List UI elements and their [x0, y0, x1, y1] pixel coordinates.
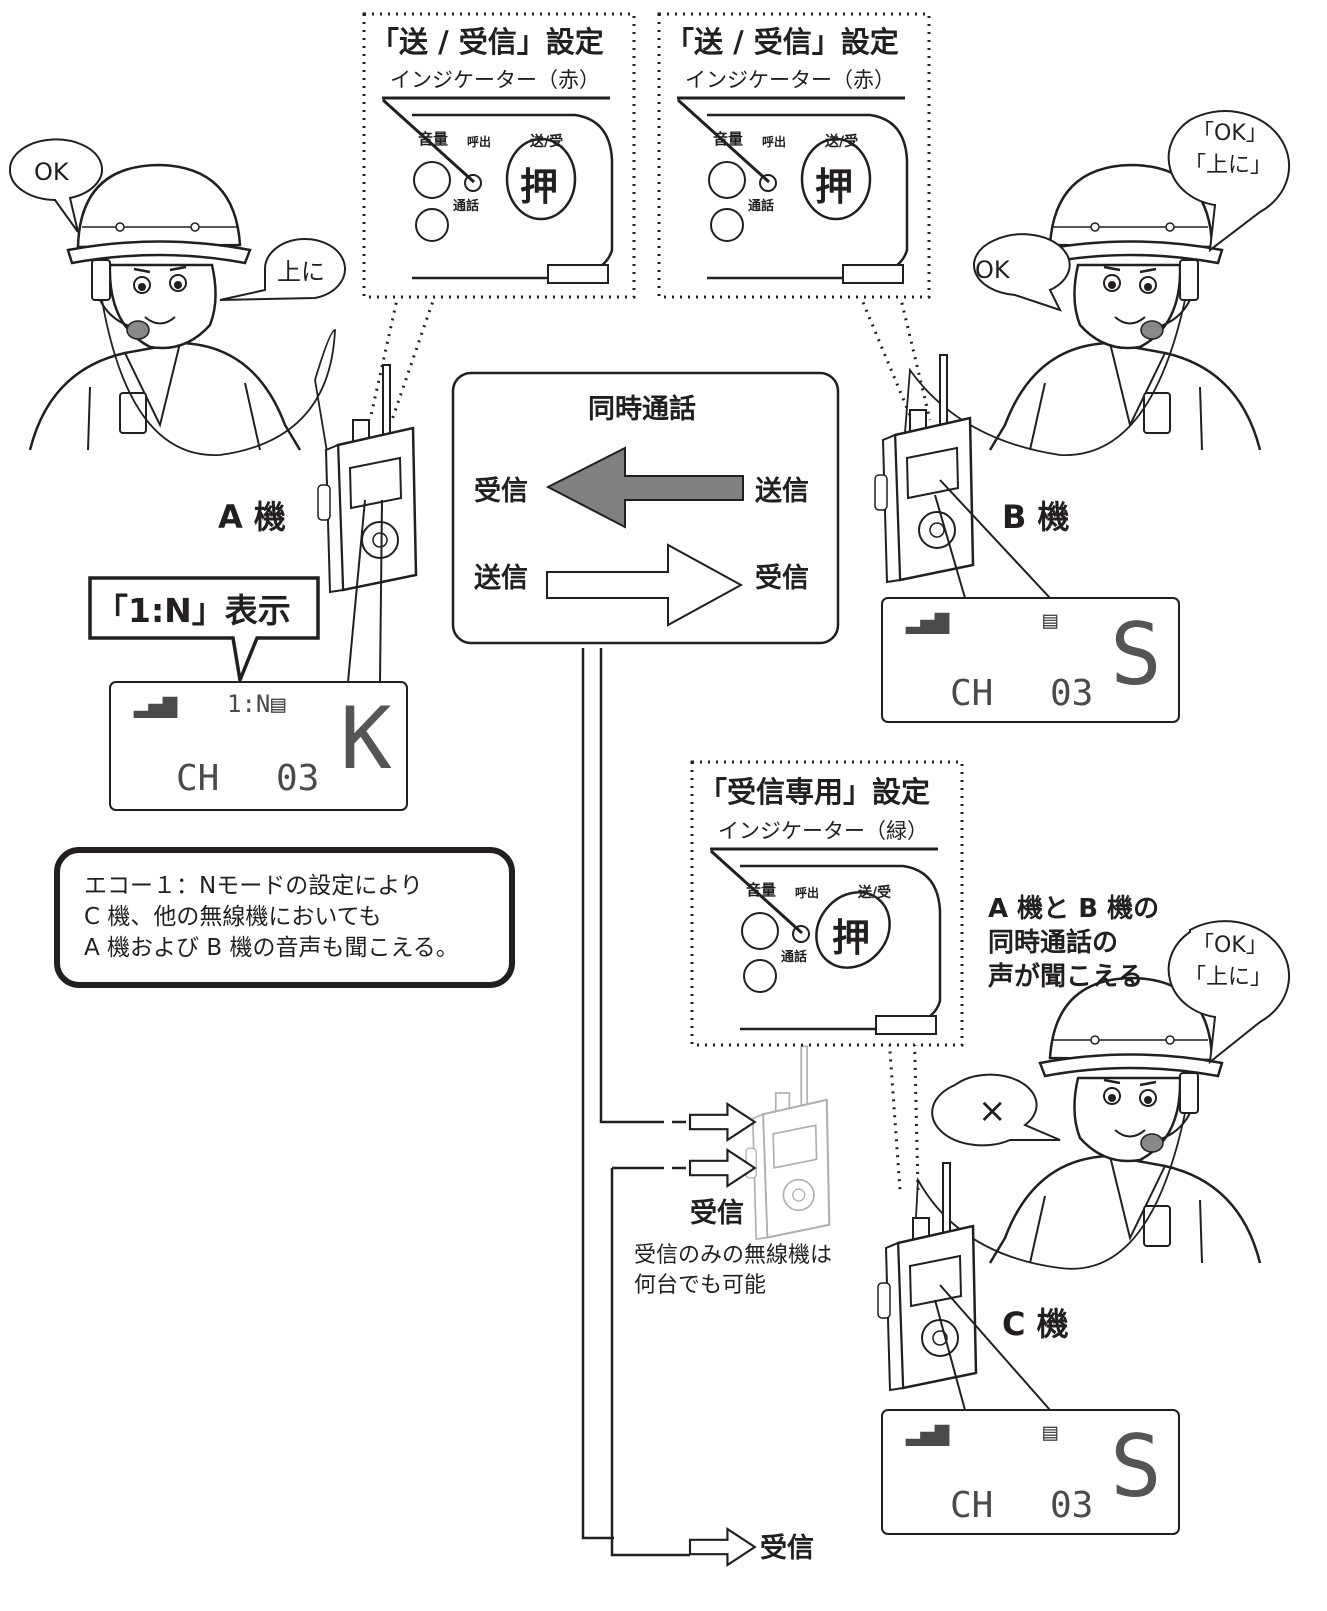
push-label: 押: [832, 916, 870, 960]
center-box-title: 同時通話: [588, 393, 696, 425]
lcd-leaders: [347, 479, 1051, 1411]
lcd-mode: S: [1110, 1417, 1162, 1517]
arrow-to-rx-only-1: [688, 1102, 756, 1142]
talk-label: 通話: [748, 198, 774, 214]
rx-only-desc-2: 何台でも可能: [634, 1273, 766, 1298]
rx-only-desc-1: 受信のみの無線機は: [634, 1243, 832, 1268]
callout-1n: 「1:N」表示: [88, 576, 320, 687]
txrx-label: 送/受: [529, 133, 563, 150]
svg-text:×: ×: [978, 1091, 1007, 1131]
bubble-c-heard: 「OK」 「上に」: [1167, 920, 1291, 1065]
bubble-a-ok: OK: [8, 138, 103, 233]
device-top-illustration: 押 音量 呼出 送/受 通話: [412, 113, 614, 284]
signal-icon: ▂▄▆: [133, 690, 178, 718]
lcd-mode: K: [340, 689, 392, 789]
radio-a: [316, 363, 418, 594]
volume-label: 音量: [746, 881, 776, 899]
panel-rx-only: 「受信専用」設定 インジケーター（緑） 押 音量 呼出 送/受 通話: [690, 760, 964, 1047]
panel-title: 「送 / 受信」設定: [370, 25, 604, 59]
panel-subtitle: インジケーター（赤）: [390, 68, 600, 92]
svg-text:「OK」: 「OK」: [1192, 121, 1268, 146]
note-line-3: A 機および B 機の音声も聞こえる。: [84, 935, 459, 961]
bottom-rx-label: 受信: [760, 1532, 814, 1564]
panel-title: 「受信専用」設定: [698, 775, 930, 809]
unit-label-c: C 機: [1002, 1305, 1069, 1343]
c-caption-line-3: 声が聞こえる: [988, 961, 1143, 992]
battery-icon: ▤: [1043, 1418, 1058, 1446]
bubble-a-ueni: 上に: [219, 238, 346, 301]
signal-path-dashes: [650, 1120, 690, 1170]
signal-icon: ▂▄▆: [905, 1418, 950, 1446]
talk-label: 通話: [781, 949, 807, 965]
arrow-to-rx-only-2: [688, 1148, 756, 1188]
svg-text:OK: OK: [975, 256, 1011, 284]
radio-c: [876, 1161, 978, 1392]
battery-icon: ▤: [271, 690, 286, 718]
svg-text:「上に」: 「上に」: [1184, 153, 1272, 178]
svg-text:「上に」: 「上に」: [1184, 965, 1272, 990]
lcd-c: ▂▄▆ ▤ CH 03 S: [881, 1409, 1180, 1535]
c-caption-line-2: 同時通話の: [988, 927, 1118, 958]
lcd-mode: S: [1110, 605, 1162, 705]
bubble-b-ok: OK: [973, 233, 1071, 312]
svg-text:「OK」: 「OK」: [1192, 933, 1268, 958]
push-label: 押: [520, 165, 558, 209]
unit-label-a: A 機: [218, 498, 286, 536]
device-top-illustration: 押 音量 呼出 送/受 通話: [740, 864, 942, 1035]
panel-tx-rx-b: 「送 / 受信」設定 インジケーター（赤） 押 音量 呼出 送/受 通話: [657, 12, 931, 299]
radio-rx-only: [744, 1045, 831, 1241]
txrx-label: 送/受: [824, 133, 858, 150]
panel-title: 「送 / 受信」設定: [665, 25, 899, 59]
arrow-a-to-b: [546, 543, 744, 627]
panel-subtitle: インジケーター（緑）: [718, 819, 928, 843]
arrow-bottom-rx: [688, 1527, 756, 1567]
c-caption-line-1: A 機と B 機の: [988, 894, 1159, 924]
panel-subtitle: インジケーター（赤）: [685, 68, 895, 92]
lcd-b: ▂▄▆ ▤ CH 03 S: [881, 597, 1180, 723]
call-label: 呼出: [795, 885, 819, 900]
volume-label: 音量: [713, 130, 743, 148]
lcd-ch: CH: [950, 1485, 993, 1526]
device-top-illustration: 押 音量 呼出 送/受 通話: [707, 113, 909, 284]
bubble-b-heard: 「OK」 「上に」: [1167, 110, 1291, 253]
svg-text:OK: OK: [34, 158, 70, 186]
note-line-1: エコー１：Nモードの設定により: [84, 873, 423, 899]
lcd-1n-indicator: 1:N: [227, 690, 270, 718]
svg-text:上に: 上に: [277, 258, 325, 286]
lcd-num: 03: [1050, 673, 1093, 714]
lcd-a: ▂▄▆ 1:N ▤ CH 03 K: [109, 681, 408, 811]
unit-label-b: B 機: [1002, 498, 1070, 536]
center-rx-2: 受信: [755, 562, 809, 594]
volume-label: 音量: [418, 130, 448, 148]
push-label: 押: [815, 165, 853, 209]
signal-icon: ▂▄▆: [905, 606, 950, 634]
center-rx-1: 受信: [474, 475, 528, 507]
note-line-2: C 機、他の無線機においても: [84, 904, 382, 930]
bubble-c-cross: ×: [931, 1073, 1061, 1147]
arrow-b-to-a: [545, 446, 744, 529]
center-tx-1: 送信: [755, 476, 809, 507]
lcd-ch: CH: [950, 673, 993, 714]
center-tx-2: 送信: [474, 563, 528, 594]
lcd-num: 03: [1050, 1485, 1093, 1526]
note-box: エコー１：Nモードの設定により C 機、他の無線機においても A 機および B …: [54, 847, 515, 988]
svg-text:「1:N」表示: 「1:N」表示: [95, 591, 291, 630]
battery-icon: ▤: [1043, 606, 1058, 634]
signal-path-lines: [581, 648, 690, 1557]
call-label: 呼出: [467, 134, 491, 149]
rx-only-label: 受信: [690, 1197, 744, 1229]
center-box: 同時通話 受信 送信 送信 受信: [451, 371, 840, 645]
panel-tx-rx-a: 「送 / 受信」設定 インジケーター（赤） 押 音量 呼出 送/受 通話: [362, 12, 636, 299]
lcd-num: 03: [276, 758, 319, 799]
talk-label: 通話: [453, 198, 479, 214]
lcd-ch: CH: [176, 758, 219, 799]
call-label: 呼出: [762, 134, 786, 149]
txrx-label: 送/受: [857, 884, 891, 901]
